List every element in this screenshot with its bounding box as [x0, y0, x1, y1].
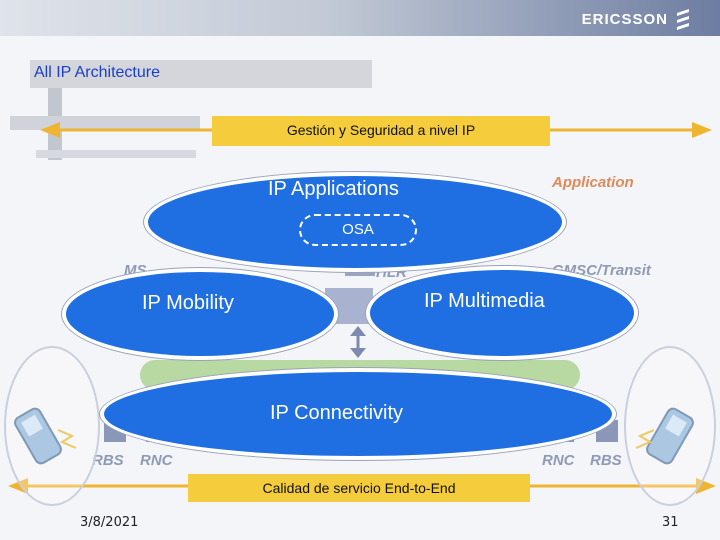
ip-applications-label: IP Applications	[268, 178, 399, 200]
bg-label-rnc-right: RNC	[542, 452, 575, 469]
ip-mobility-ellipse	[62, 268, 338, 360]
vertical-arrow	[350, 326, 366, 358]
page-number: 31	[662, 515, 679, 530]
bg-label-application: Application	[552, 174, 634, 191]
banner-top-text: Gestión y Seguridad a nivel IP	[286, 122, 476, 138]
decor-horizontal-bar-2	[36, 150, 196, 158]
ip-multimedia-label: IP Multimedia	[424, 290, 545, 312]
brand-name: ERICSSON	[581, 10, 668, 28]
page-title: All IP Architecture	[34, 64, 160, 81]
ip-multimedia-ellipse	[366, 266, 638, 360]
phone-oval-right	[624, 346, 716, 506]
banner-bottom-text: Calidad de servicio End-to-End	[262, 480, 456, 496]
footer-date: 3/8/2021	[80, 515, 139, 530]
ericsson-logo-icon	[677, 9, 689, 30]
bg-label-rnc-left: RNC	[140, 452, 173, 469]
osa-label: OSA	[342, 221, 374, 238]
bg-label-rbs-left: RBS	[92, 452, 124, 469]
banner-top: Gestión y Seguridad a nivel IP	[212, 116, 550, 146]
header-bar	[0, 0, 720, 36]
ip-connectivity-ellipse	[100, 368, 616, 460]
ip-connectivity-label: IP Connectivity	[270, 402, 404, 424]
phone-oval-left	[4, 346, 100, 506]
osa-box: OSA	[299, 214, 417, 246]
bg-label-rbs-right: RBS	[590, 452, 622, 469]
title-box: All IP Architecture	[30, 60, 372, 88]
ip-mobility-label: IP Mobility	[142, 292, 234, 314]
brand-logo: ERICSSON	[582, 8, 690, 30]
banner-bottom: Calidad de servicio End-to-End	[188, 474, 530, 502]
